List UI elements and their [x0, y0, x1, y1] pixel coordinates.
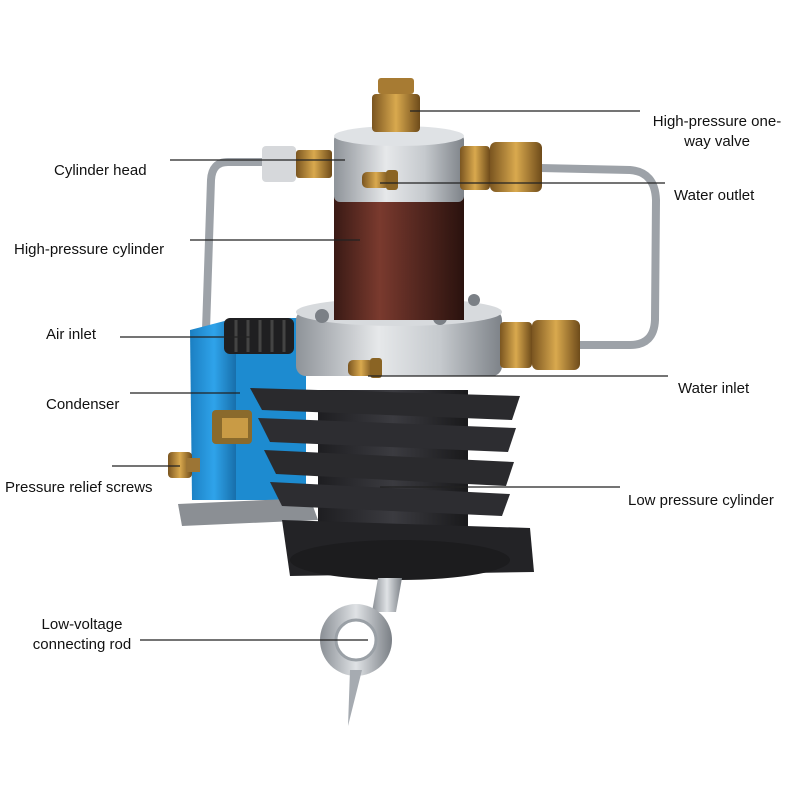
one-way-valve: [372, 78, 420, 132]
leader-lines: [112, 110, 668, 641]
label-low-voltage-line1: Low-voltage: [41, 616, 123, 633]
low-pressure-cylinder: [250, 388, 534, 580]
label-water-outlet: Water outlet: [674, 187, 755, 204]
label-one-way-valve-line1: High-pressure one-: [652, 113, 782, 130]
fitting-head-right: [460, 142, 542, 192]
high-pressure-cylinder-body: [334, 196, 464, 320]
label-high-pressure-cylinder: High-pressure cylinder: [14, 241, 165, 258]
air-inlet-filter: [224, 318, 294, 354]
pressure-relief-screw: [168, 452, 200, 478]
label-low-voltage-line2: connecting rod: [32, 636, 132, 653]
label-one-way-valve-line2: way valve: [684, 133, 750, 150]
connecting-rod: [320, 578, 402, 726]
label-water-inlet: Water inlet: [678, 380, 750, 397]
label-low-pressure-cylinder: Low pressure cylinder: [628, 492, 774, 509]
water-inlet-nozzle: [348, 358, 382, 378]
cylinder-head-block: [334, 126, 464, 202]
water-outlet-nozzle: [362, 170, 398, 190]
label-low-voltage-connecting-rod: Low-voltage connecting rod: [20, 615, 144, 655]
label-air-inlet: Air inlet: [46, 326, 97, 343]
label-pressure-relief-screws: Pressure relief screws: [5, 479, 153, 496]
condenser-fitting: [212, 410, 252, 444]
steel-tube-right: [536, 164, 661, 349]
fitting-flange-right: [500, 320, 580, 370]
label-high-pressure-one-way-valve: High-pressure one- way valve: [640, 112, 794, 152]
label-cylinder-head: Cylinder head: [54, 162, 147, 179]
label-condenser: Condenser: [46, 396, 120, 413]
fitting-head-left: [262, 146, 332, 182]
